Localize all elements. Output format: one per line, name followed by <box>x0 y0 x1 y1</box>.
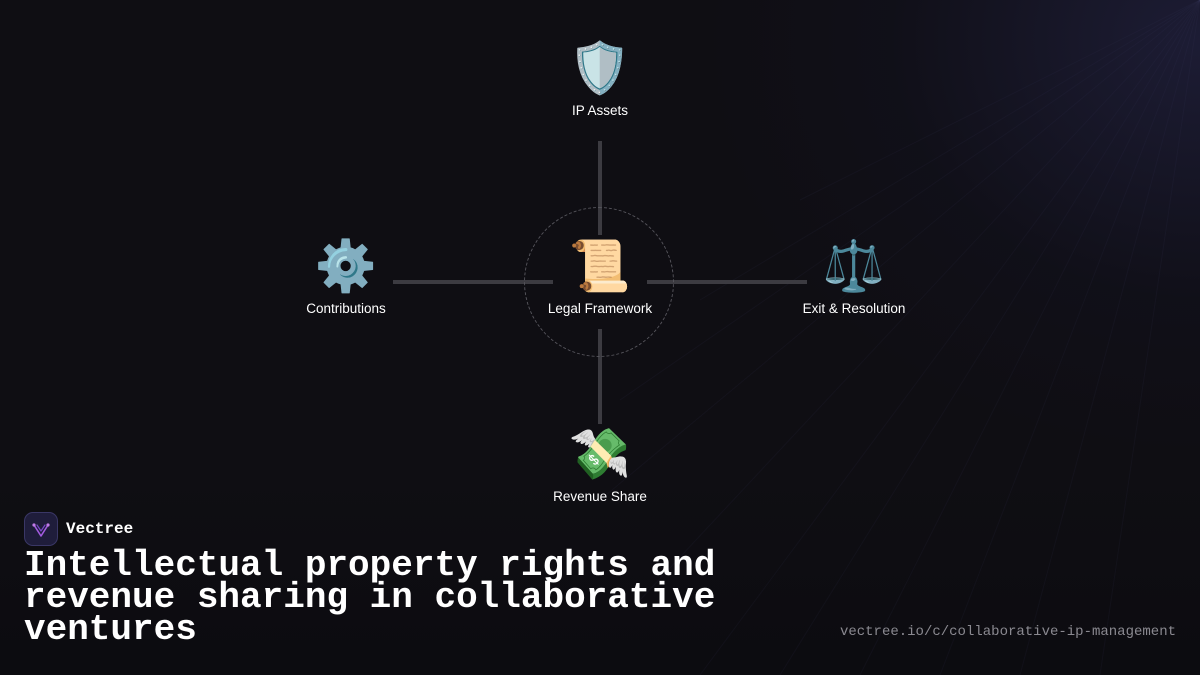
page-url[interactable]: vectree.io/c/collaborative-ip-management <box>839 624 1176 640</box>
node-label: Legal Framework <box>547 301 653 316</box>
shield-icon: 🛡️ <box>568 40 632 96</box>
connector-right <box>647 280 807 284</box>
connector-top <box>598 141 602 235</box>
node-contributions: ⚙️ Contributions <box>246 238 446 316</box>
node-label: Exit & Resolution <box>802 301 906 316</box>
connector-bottom <box>598 329 602 424</box>
node-label: Revenue Share <box>553 489 647 504</box>
brand-name: Vectree <box>66 520 134 538</box>
brand: Vectree <box>24 512 133 546</box>
node-label: IP Assets <box>571 103 629 118</box>
node-ip-assets: 🛡️ IP Assets <box>500 40 700 118</box>
center-ring <box>524 207 674 357</box>
scroll-icon: 📜 <box>568 238 632 294</box>
page-title: Intellectual property rights and revenue… <box>24 545 716 650</box>
node-revenue-share: 💸 Revenue Share <box>500 426 700 504</box>
node-label: Contributions <box>306 301 386 316</box>
money-with-wings-icon: 💸 <box>568 426 632 482</box>
balance-scale-icon: ⚖️ <box>822 238 886 294</box>
connector-left <box>393 280 553 284</box>
node-legal-framework: 📜 Legal Framework <box>500 238 700 316</box>
node-exit-resolution: ⚖️ Exit & Resolution <box>754 238 954 316</box>
vectree-logo-icon <box>24 512 58 546</box>
gear-icon: ⚙️ <box>314 238 378 294</box>
